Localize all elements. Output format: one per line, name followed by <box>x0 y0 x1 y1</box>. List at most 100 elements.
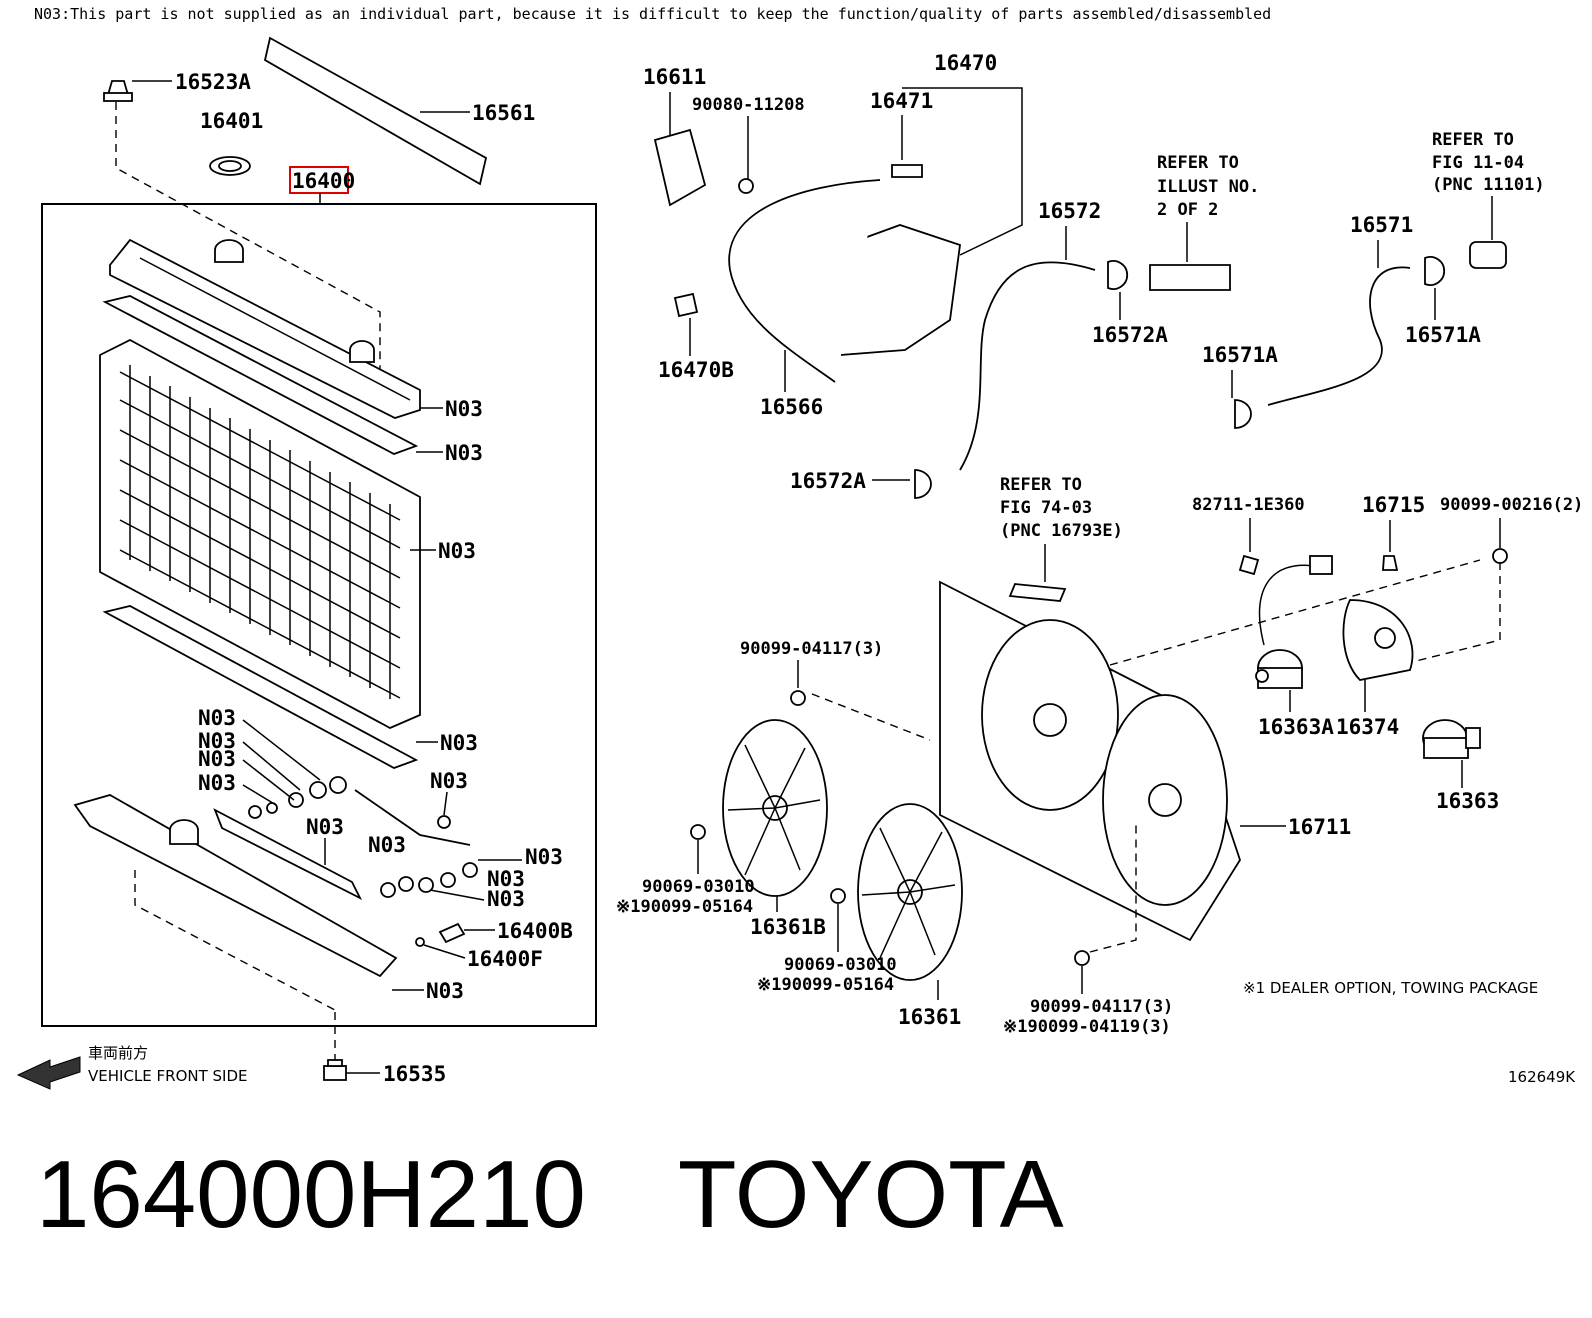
clamp-16470b-icon <box>673 292 699 318</box>
connector-82711-icon <box>1238 554 1260 576</box>
parts-diagram: 16523A 16401 16561 16400 N03 N03 N03 N03 <box>16 36 1583 1090</box>
label-16361b[interactable]: 16361B <box>750 915 826 939</box>
motor-cover-16374-icon <box>1342 599 1414 681</box>
wire-connector-icon <box>1309 555 1333 575</box>
label-16572a-2[interactable]: 16572A <box>790 469 866 493</box>
lower-tank-icon <box>73 794 398 978</box>
label-16523a[interactable]: 16523A <box>175 70 251 94</box>
radiator-core-icon <box>99 338 421 729</box>
label-190099-05164-1[interactable]: ※190099-05164 <box>616 897 753 917</box>
label-n03-g[interactable]: N03 <box>198 729 236 753</box>
label-n03-k[interactable]: N03 <box>306 815 344 839</box>
clamp-16572a-top-icon <box>1107 260 1129 290</box>
brand-name: TOYOTA <box>677 1141 1064 1248</box>
label-16363[interactable]: 16363 <box>1436 789 1499 813</box>
label-n03-l[interactable]: N03 <box>368 833 406 857</box>
label-16571a-2[interactable]: 16571A <box>1405 323 1481 347</box>
clip-16715-icon <box>1382 555 1399 571</box>
fan-16361b-icon <box>722 719 828 897</box>
label-16566[interactable]: 16566 <box>760 395 823 419</box>
label-190099-04119[interactable]: ※190099-04119(3) <box>1003 1017 1171 1037</box>
clamp-16571a-top-icon <box>1424 256 1446 286</box>
fan-16361-icon <box>857 803 963 981</box>
label-90099-04117-bot[interactable]: 90099-04117(3) <box>1030 997 1173 1017</box>
front-label-jp: 車両前方 <box>88 1044 148 1062</box>
label-190099-05164-2[interactable]: ※190099-05164 <box>757 975 894 995</box>
label-90099-04117-top[interactable]: 90099-04117(3) <box>740 639 883 659</box>
label-16715[interactable]: 16715 <box>1362 493 1425 517</box>
label-n03-c[interactable]: N03 <box>438 539 476 563</box>
label-16400f[interactable]: 16400F <box>467 947 543 971</box>
label-16400b[interactable]: 16400B <box>497 919 573 943</box>
label-n03-i[interactable]: N03 <box>198 771 236 795</box>
lower-hose-16571-icon <box>1267 266 1411 406</box>
label-16361[interactable]: 16361 <box>898 1005 961 1029</box>
label-90069-1[interactable]: 90069-03010 <box>642 877 755 897</box>
label-n03-h[interactable]: N03 <box>198 747 236 771</box>
upper-hose-16572-icon <box>959 261 1096 471</box>
refer-fig11-line1: REFER TO <box>1432 130 1514 150</box>
bolt-top-icon <box>790 690 806 706</box>
clamp-16572a-bot-icon <box>914 469 932 499</box>
dealer-option-note: ※1 DEALER OPTION, TOWING PACKAGE <box>1243 979 1538 997</box>
label-16572[interactable]: 16572 <box>1038 199 1101 223</box>
clamp-16571a-bot-icon <box>1234 399 1252 429</box>
part-number: 164000H210 <box>36 1141 586 1248</box>
label-16471[interactable]: 16471 <box>870 89 933 113</box>
seal-16561-icon <box>263 36 488 186</box>
lower-gasket-icon <box>102 605 419 769</box>
label-16535[interactable]: 16535 <box>383 1062 446 1086</box>
label-n03-f[interactable]: N03 <box>198 706 236 730</box>
front-arrow-icon <box>16 1056 81 1090</box>
upper-gasket-icon <box>102 295 419 455</box>
label-16571a-1[interactable]: 16571A <box>1202 343 1278 367</box>
refer-illust-line1: REFER TO <box>1157 153 1239 173</box>
upper-tank-icon <box>109 238 421 419</box>
label-16363a[interactable]: 16363A <box>1258 715 1334 739</box>
label-82711[interactable]: 82711-1E360 <box>1192 495 1305 515</box>
nut-90069-1-icon <box>690 824 706 840</box>
nut-90069-2-icon <box>830 888 846 904</box>
label-16374[interactable]: 16374 <box>1336 715 1399 739</box>
motor-16363-icon <box>1422 719 1481 759</box>
label-16611[interactable]: 16611 <box>643 65 706 89</box>
label-n03-b[interactable]: N03 <box>445 441 483 465</box>
refer-fig11-line2: FIG 11-04 <box>1432 153 1524 173</box>
label-16572a-1[interactable]: 16572A <box>1092 323 1168 347</box>
diagram-code: 162649K <box>1508 1068 1576 1086</box>
label-16470b[interactable]: 16470B <box>658 358 734 382</box>
motor-16363a-icon <box>1255 649 1303 689</box>
label-16401[interactable]: 16401 <box>200 109 263 133</box>
refer-fig74-line2: FIG 74-03 <box>1000 498 1092 518</box>
label-n03-j[interactable]: N03 <box>430 769 468 793</box>
refer-fig74-line3: (PNC 16793E) <box>1000 521 1123 541</box>
reservoir-cap-16471-icon <box>891 164 923 178</box>
water-inlet-icon <box>1149 264 1231 291</box>
bolt-90080-icon <box>738 178 754 194</box>
refer-illust-line3: 2 OF 2 <box>1157 200 1218 220</box>
label-90080[interactable]: 90080-11208 <box>692 95 805 115</box>
drain-plug-16535-icon <box>323 1059 347 1081</box>
fittings-icon <box>248 776 478 947</box>
label-90069-2[interactable]: 90069-03010 <box>784 955 897 975</box>
label-16470[interactable]: 16470 <box>934 51 997 75</box>
label-n03-m[interactable]: N03 <box>525 845 563 869</box>
bracket-16611-icon <box>653 128 707 207</box>
label-90099-00216[interactable]: 90099-00216(2) <box>1440 495 1583 515</box>
highlight-16400 <box>289 166 349 194</box>
label-16711[interactable]: 16711 <box>1288 815 1351 839</box>
label-n03-e[interactable]: N03 <box>426 979 464 1003</box>
radiator-assembly-box <box>41 203 597 1027</box>
label-n03-n[interactable]: N03 <box>487 867 525 891</box>
label-16561[interactable]: 16561 <box>472 101 535 125</box>
label-n03-o[interactable]: N03 <box>487 887 525 911</box>
label-n03-d[interactable]: N03 <box>440 731 478 755</box>
cap-16523a-icon <box>103 80 133 102</box>
label-16571[interactable]: 16571 <box>1350 213 1413 237</box>
label-16400[interactable]: 16400 <box>292 169 355 193</box>
gasket-16401-icon <box>209 156 251 176</box>
label-n03-a[interactable]: N03 <box>445 397 483 421</box>
bolt-90099-00216-icon <box>1492 548 1508 564</box>
refer-fig74-line1: REFER TO <box>1000 475 1082 495</box>
outlet-pipe-icon <box>1469 241 1507 269</box>
